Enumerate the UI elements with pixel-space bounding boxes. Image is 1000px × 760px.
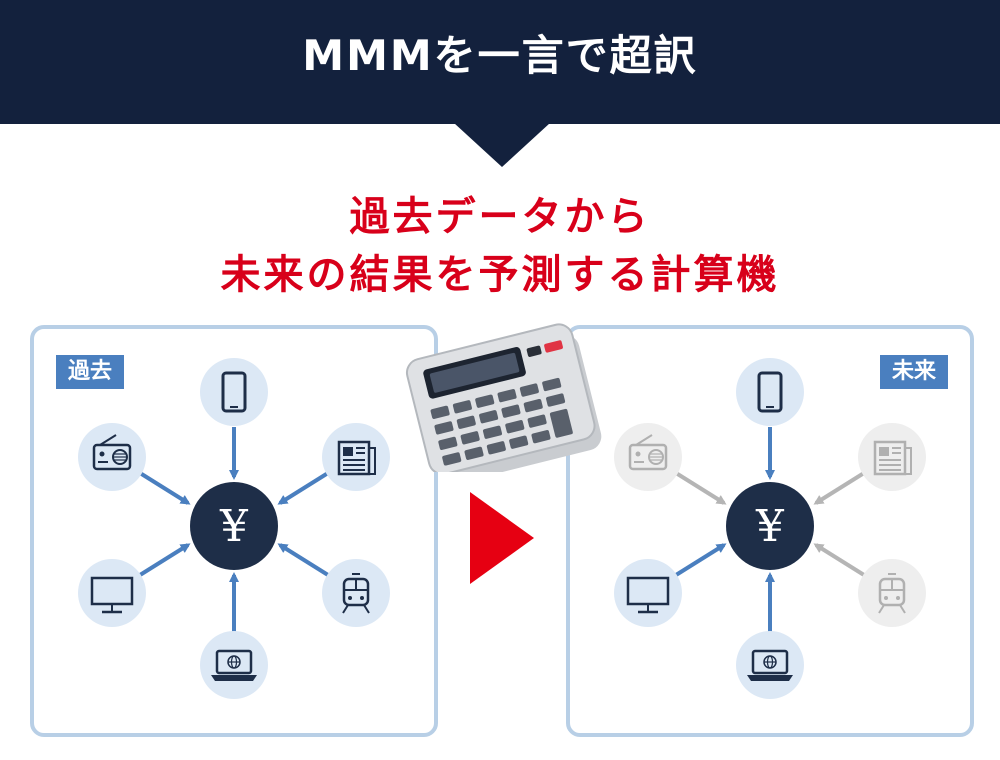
train-icon (878, 573, 906, 614)
arrow-radio (674, 471, 727, 505)
future-label: 未来 (879, 355, 948, 389)
past-label: 過去 (56, 355, 125, 389)
past-diagram: ¥ (78, 358, 390, 699)
future-diagram: ¥ (614, 358, 926, 699)
node-radio (614, 423, 682, 491)
laptop-icon (211, 649, 257, 681)
tv-icon (90, 576, 134, 614)
arrows (674, 427, 866, 635)
node-radio (78, 423, 146, 491)
train-icon (342, 573, 370, 614)
node-newspaper (858, 423, 926, 491)
header-title: MMMを一言で超訳 (302, 31, 698, 80)
header-banner: MMMを一言で超訳 (0, 0, 1000, 124)
newspaper-icon (873, 440, 912, 476)
arrow-tv (674, 543, 727, 577)
node-tv (78, 559, 146, 627)
arrow-radio (138, 471, 191, 505)
newspaper-icon (337, 440, 376, 476)
radio-icon (92, 434, 132, 471)
node-smartphone (200, 358, 268, 426)
node-train (322, 559, 390, 627)
subtitle-line-2: 未来の結果を予測する計算機 (220, 252, 780, 298)
center-yen-node: ¥ (726, 482, 814, 570)
node-newspaper (322, 423, 390, 491)
yen-symbol: ¥ (755, 501, 785, 552)
future-panel: ¥ 未来 (566, 325, 974, 737)
play-arrow-icon (470, 492, 534, 584)
arrow-newspaper (813, 471, 866, 505)
arrow-tv (138, 543, 191, 577)
node-tv (614, 559, 682, 627)
node-train (858, 559, 926, 627)
past-panel: ¥ 過去 (30, 325, 438, 737)
node-laptop (736, 631, 804, 699)
yen-symbol: ¥ (219, 501, 249, 552)
smartphone-icon (221, 371, 247, 413)
tv-icon (626, 576, 670, 614)
arrows (138, 427, 330, 635)
arrow-train (277, 543, 330, 577)
calculator-icon (405, 323, 602, 472)
node-laptop (200, 631, 268, 699)
banner-pointer (454, 123, 550, 167)
center-yen-node: ¥ (190, 482, 278, 570)
arrow-train (813, 543, 866, 577)
radio-icon (628, 434, 668, 471)
smartphone-icon (757, 371, 783, 413)
subtitle-line-1: 過去データから (349, 194, 651, 240)
arrow-newspaper (277, 471, 330, 505)
node-smartphone (736, 358, 804, 426)
laptop-icon (747, 649, 793, 681)
